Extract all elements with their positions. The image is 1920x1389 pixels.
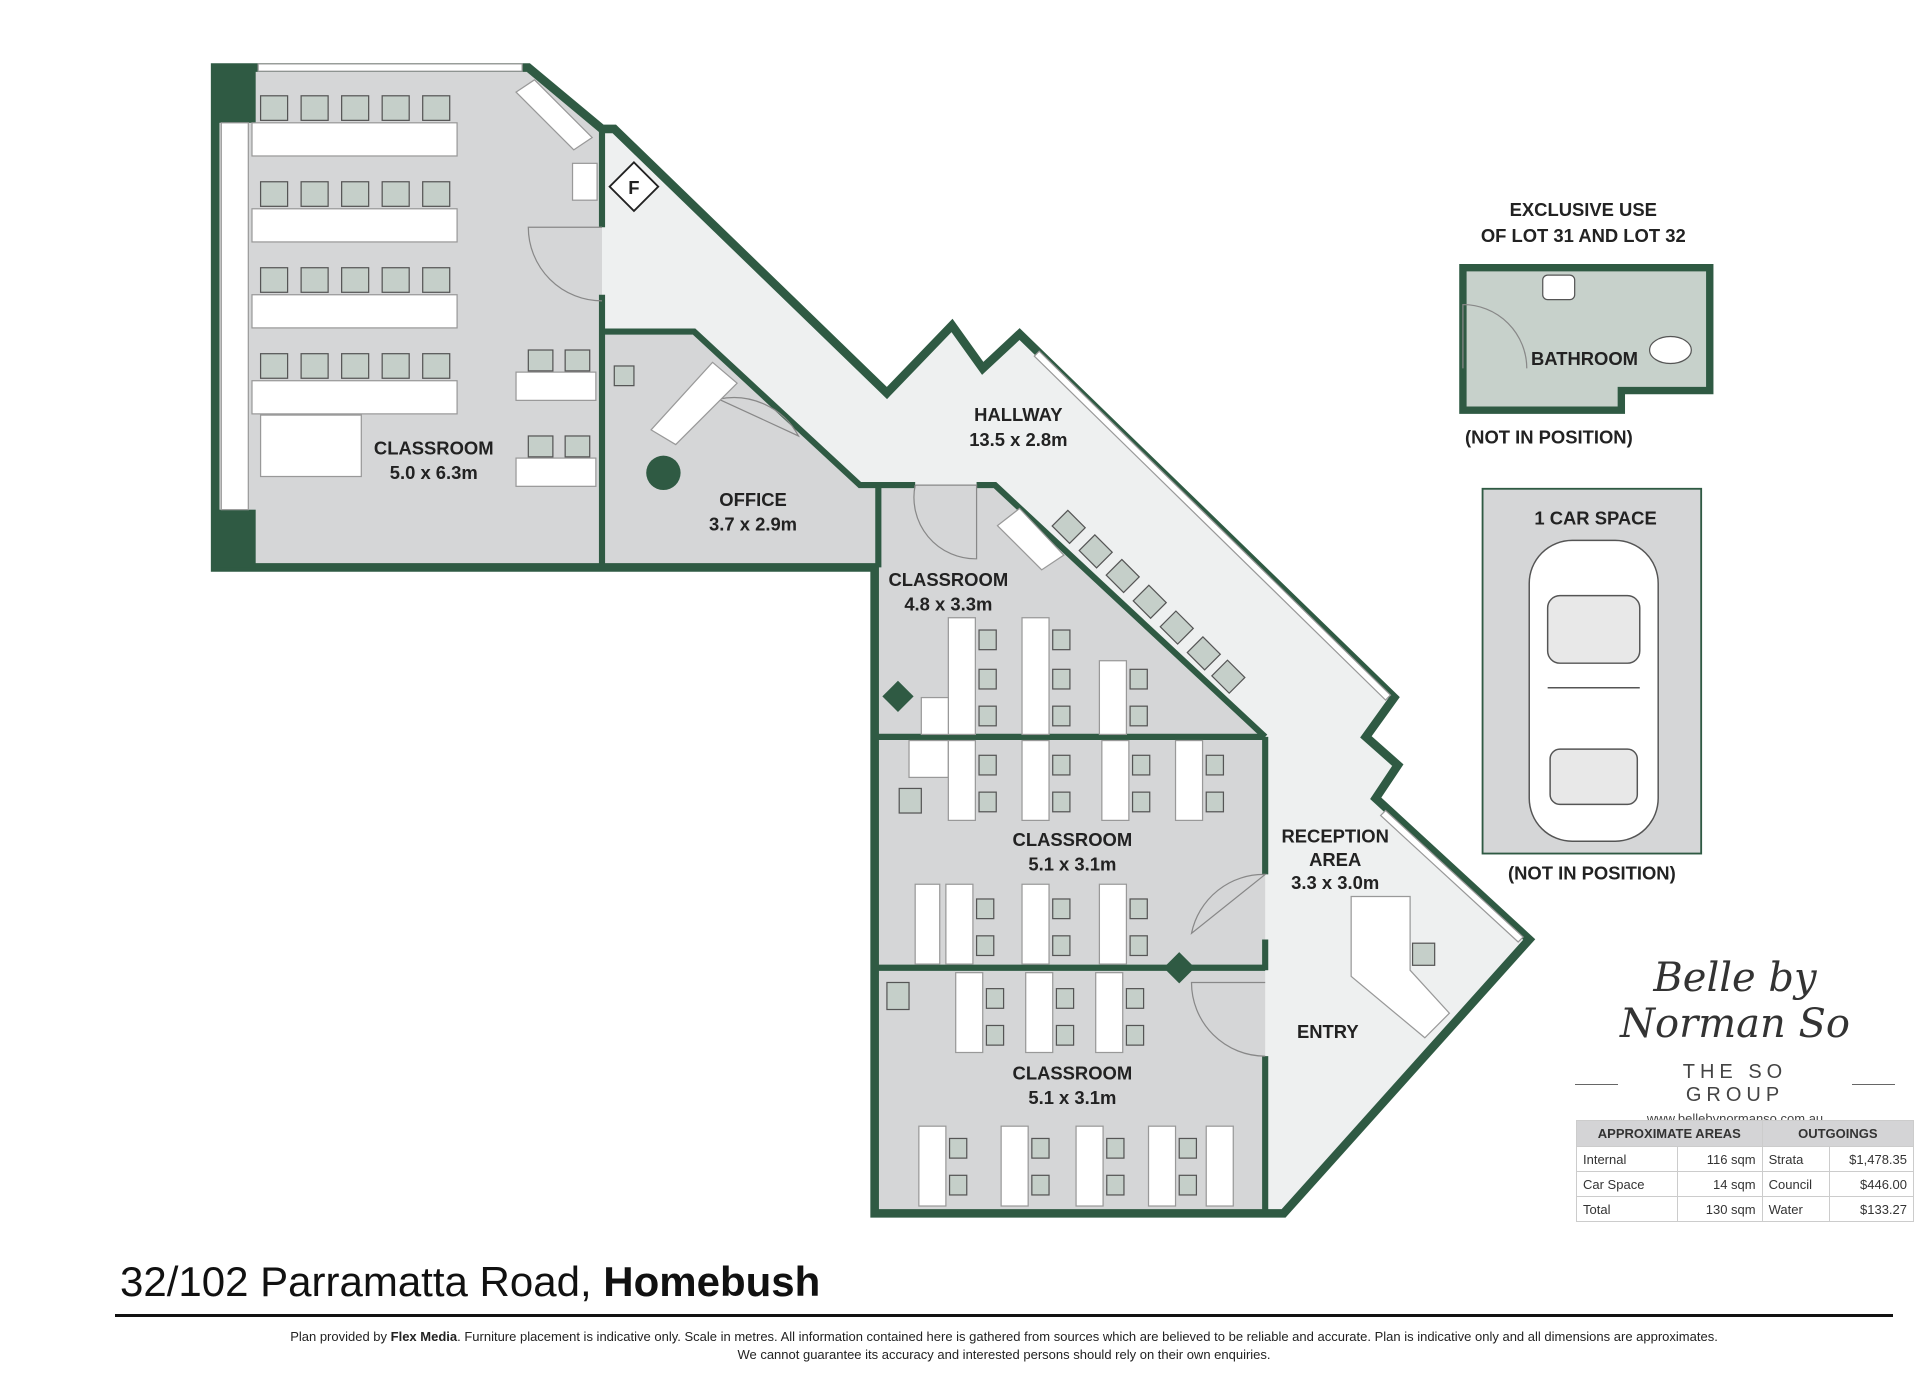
column: [882, 680, 914, 712]
outgoing-value: $133.27: [1828, 1196, 1915, 1222]
interior-walls: [598, 128, 1329, 1216]
hallway-floor: [602, 128, 1530, 1214]
svg-text:F: F: [628, 177, 639, 198]
fire-extinguisher-marker: F: [608, 161, 660, 213]
logo-script: Belle by Norman So: [1620, 955, 1850, 1047]
car-space-note: (NOT IN POSITION): [1508, 862, 1676, 883]
plant: [646, 455, 681, 491]
area-label: Car Space: [1576, 1171, 1678, 1197]
outgoing-label: Water: [1761, 1196, 1830, 1222]
areas-header: APPROXIMATE AREAS: [1576, 1120, 1763, 1147]
outgoing-value: $446.00: [1828, 1171, 1915, 1197]
room-size: 13.5 x 2.8m: [969, 429, 1067, 450]
divider: [115, 1314, 1893, 1317]
logo-group: THE SO GROUP: [1575, 1061, 1895, 1107]
bathroom-label: BATHROOM: [1531, 348, 1638, 369]
door-swings: [527, 226, 1267, 1057]
property-address: 32/102 Parramatta Road, Homebush: [120, 1258, 821, 1305]
room-size: 5.1 x 3.1m: [1028, 1087, 1116, 1108]
room-size: 3.7 x 2.9m: [709, 514, 797, 535]
room-label: CLASSROOM: [1013, 829, 1133, 850]
outer-wall: [210, 63, 1536, 1218]
windows: [220, 63, 1524, 943]
outgoings-header: OUTGOINGS: [1761, 1120, 1915, 1147]
exclusive-heading: OF LOT 31 AND LOT 32: [1481, 225, 1686, 246]
toilet-icon: [1648, 335, 1692, 365]
room-size: 4.8 x 3.3m: [904, 593, 992, 614]
basin-icon: [1542, 274, 1576, 301]
room-label: AREA: [1309, 849, 1361, 870]
room-size: 5.0 x 6.3m: [390, 462, 478, 483]
column: [1163, 952, 1195, 984]
room-label: HALLWAY: [974, 404, 1062, 425]
room-label: RECEPTION: [1281, 825, 1388, 846]
agency-logo: Belle by Norman So THE SO GROUP www.bell…: [1575, 955, 1895, 1126]
outgoing-value: $1,478.35: [1828, 1146, 1915, 1172]
exclusive-heading: EXCLUSIVE USE: [1510, 199, 1657, 220]
chairs: [259, 95, 1436, 1196]
room-label: CLASSROOM: [374, 437, 494, 458]
column: [215, 67, 256, 123]
area-label: Internal: [1576, 1146, 1678, 1172]
area-value: 130 sqm: [1676, 1196, 1763, 1222]
column: [215, 509, 256, 568]
car-icon: [1528, 539, 1659, 842]
area-value: 14 sqm: [1676, 1171, 1763, 1197]
area-label: Total: [1576, 1196, 1678, 1222]
outgoing-label: Council: [1761, 1171, 1830, 1197]
room-size: 5.1 x 3.1m: [1028, 854, 1116, 875]
car-space-label: 1 CAR SPACE: [1534, 507, 1656, 528]
room-label: CLASSROOM: [889, 569, 1009, 590]
furniture: [251, 79, 1451, 1207]
disclaimer: Plan provided by Flex Media. Furniture p…: [290, 1329, 1718, 1362]
room-label: OFFICE: [719, 489, 787, 510]
bathroom: [1459, 264, 1714, 414]
bathroom-note: (NOT IN POSITION): [1465, 426, 1633, 447]
room-label: ENTRY: [1297, 1021, 1359, 1042]
room-size: 3.3 x 3.0m: [1291, 872, 1379, 893]
outgoing-label: Strata: [1761, 1146, 1830, 1172]
room-label: CLASSROOM: [1013, 1063, 1133, 1084]
area-value: 116 sqm: [1676, 1146, 1763, 1172]
